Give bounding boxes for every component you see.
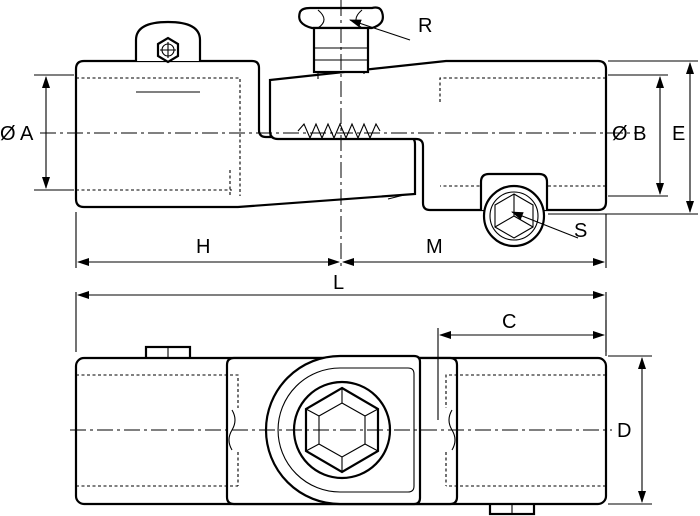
extension-lines — [34, 60, 698, 268]
label-e: E — [672, 123, 685, 145]
label-diameter-b: Ø B — [612, 123, 646, 145]
socket-screw-s — [479, 172, 549, 248]
left-bore-hidden — [76, 77, 241, 196]
right-clamp-body — [268, 59, 608, 212]
left-clamp-screw — [134, 20, 202, 93]
joint-edge-lower — [387, 193, 409, 200]
label-diameter-a: Ø A — [0, 123, 34, 145]
label-d: D — [617, 420, 631, 442]
plan-bore-hidden — [76, 374, 606, 487]
extension-lines-l — [75, 292, 607, 352]
extension-lines-c — [437, 320, 607, 420]
side-view: Ø A Ø B E R S H M — [0, 0, 698, 270]
label-l: L — [333, 272, 344, 294]
extension-lines-d — [608, 355, 652, 505]
label-m: M — [426, 236, 443, 258]
label-c: C — [502, 311, 516, 333]
label-s: S — [574, 220, 587, 242]
plan-view: C D — [70, 311, 652, 516]
leader-s — [511, 211, 579, 239]
leader-r — [349, 19, 411, 41]
label-h: H — [196, 236, 210, 258]
label-r: R — [418, 15, 432, 37]
